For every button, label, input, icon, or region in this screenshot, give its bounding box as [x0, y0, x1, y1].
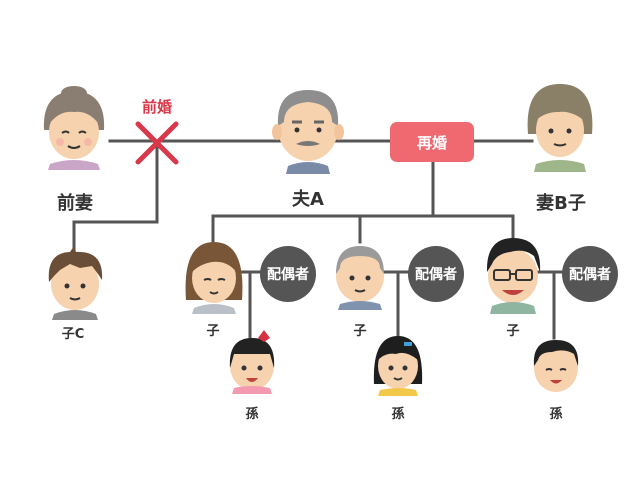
husband-avatar — [272, 90, 344, 174]
divorce-label: 前婚 — [141, 98, 173, 116]
child-1-avatar — [185, 242, 243, 314]
divorce-cross-icon — [135, 121, 179, 165]
spouse-badge-2: 配偶者 — [408, 246, 464, 302]
grandchild-2-label: 孫 — [391, 407, 405, 422]
grandchild-1-avatar — [229, 330, 275, 394]
child-3-avatar — [486, 238, 541, 314]
spouse-badge-1: 配偶者 — [260, 246, 316, 302]
child-c-avatar — [48, 246, 103, 320]
child-2-label: 子 — [353, 324, 367, 339]
husband-label: 夫A — [292, 189, 324, 210]
spouse-badge-3: 配偶者 — [562, 246, 618, 302]
child-2-avatar — [336, 246, 384, 310]
wife-b-label: 妻B子 — [536, 193, 586, 214]
child-c-label: 子C — [61, 327, 85, 342]
grandchild-2-avatar — [373, 336, 423, 396]
remarriage-badge: 再婚 — [390, 122, 474, 162]
grandchild-3-avatar — [533, 340, 579, 392]
child-1-label: 子 — [206, 324, 220, 339]
wife-b-avatar — [527, 84, 593, 172]
grandchild-1-label: 孫 — [245, 407, 259, 422]
former-wife-avatar — [43, 86, 105, 170]
child-3-label: 子 — [506, 324, 520, 339]
former-wife-label: 前妻 — [57, 193, 93, 214]
grandchild-3-label: 孫 — [549, 407, 563, 422]
